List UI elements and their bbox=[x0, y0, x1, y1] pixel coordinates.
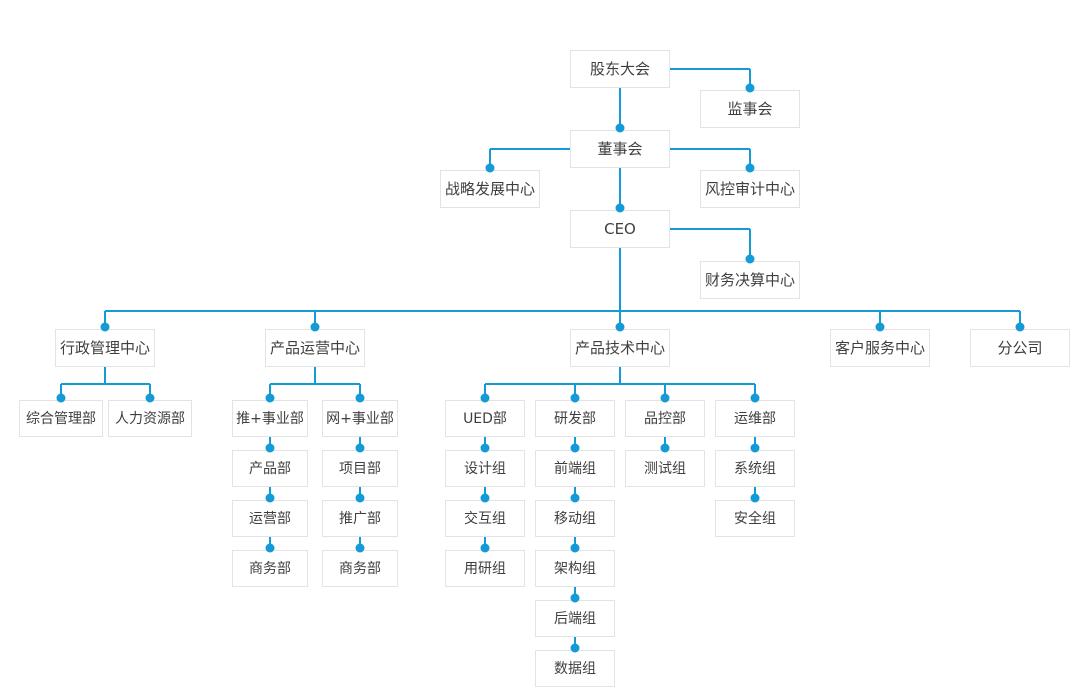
org-node-admin: 行政管理中心 bbox=[55, 329, 155, 367]
org-node-label: 数据组 bbox=[554, 660, 596, 677]
org-node-label: 董事会 bbox=[597, 139, 643, 158]
org-node-ops: 运维部 bbox=[715, 400, 795, 437]
org-node-frontend: 前端组 bbox=[535, 450, 615, 487]
org-node-qc: 品控部 bbox=[625, 400, 705, 437]
org-node-business2: 商务部 bbox=[322, 550, 398, 587]
org-node-label: 客户服务中心 bbox=[834, 338, 925, 357]
org-node-product: 产品部 bbox=[232, 450, 308, 487]
org-node-operations: 产品运营中心 bbox=[265, 329, 365, 367]
org-node-ceo: CEO bbox=[570, 210, 670, 248]
org-node-label: 商务部 bbox=[249, 560, 291, 577]
org-node-label: 后端组 bbox=[554, 610, 596, 627]
org-node-label: 商务部 bbox=[339, 560, 381, 577]
org-node-design: 设计组 bbox=[445, 450, 525, 487]
org-node-label: 股东大会 bbox=[589, 59, 650, 78]
org-node-label: 战略发展中心 bbox=[444, 179, 535, 198]
org-node-label: 移动组 bbox=[554, 510, 596, 527]
org-node-security: 安全组 bbox=[715, 500, 795, 537]
org-node-backend: 后端组 bbox=[535, 600, 615, 637]
org-node-general: 综合管理部 bbox=[19, 400, 103, 437]
org-node-label: 品控部 bbox=[644, 410, 686, 427]
org-node-label: 运维部 bbox=[734, 410, 776, 427]
org-node-strategy: 战略发展中心 bbox=[440, 170, 540, 208]
org-node-technology: 产品技术中心 bbox=[570, 329, 670, 367]
org-node-label: 人力资源部 bbox=[115, 410, 185, 427]
org-node-shareholders: 股东大会 bbox=[570, 50, 670, 88]
org-node-label: UED部 bbox=[463, 410, 507, 427]
org-node-label: 设计组 bbox=[464, 460, 506, 477]
org-node-customer: 客户服务中心 bbox=[830, 329, 930, 367]
org-node-finance: 财务决算中心 bbox=[700, 261, 800, 299]
org-node-label: 测试组 bbox=[644, 460, 686, 477]
org-node-ued: UED部 bbox=[445, 400, 525, 437]
org-node-label: 产品技术中心 bbox=[574, 338, 665, 357]
org-node-rd: 研发部 bbox=[535, 400, 615, 437]
org-node-datagroup: 数据组 bbox=[535, 650, 615, 687]
org-node-label: 运营部 bbox=[249, 510, 291, 527]
org-node-label: 推+事业部 bbox=[236, 410, 304, 427]
org-node-board: 董事会 bbox=[570, 130, 670, 168]
org-node-label: 系统组 bbox=[734, 460, 776, 477]
org-node-label: 项目部 bbox=[339, 460, 381, 477]
org-node-system: 系统组 bbox=[715, 450, 795, 487]
org-node-label: 安全组 bbox=[734, 510, 776, 527]
org-node-business1: 商务部 bbox=[232, 550, 308, 587]
org-node-label: 网+事业部 bbox=[326, 410, 394, 427]
org-node-label: 综合管理部 bbox=[26, 410, 96, 427]
org-node-label: CEO bbox=[604, 219, 636, 238]
org-node-risk: 风控审计中心 bbox=[700, 170, 800, 208]
org-node-research: 用研组 bbox=[445, 550, 525, 587]
org-node-branch: 分公司 bbox=[970, 329, 1070, 367]
org-node-label: 产品运营中心 bbox=[269, 338, 360, 357]
org-node-label: 行政管理中心 bbox=[59, 338, 150, 357]
org-node-mobile: 移动组 bbox=[535, 500, 615, 537]
org-node-project: 项目部 bbox=[322, 450, 398, 487]
org-node-label: 用研组 bbox=[464, 560, 506, 577]
org-node-label: 架构组 bbox=[554, 560, 596, 577]
org-node-label: 监事会 bbox=[727, 99, 773, 118]
org-node-supervisory: 监事会 bbox=[700, 90, 800, 128]
org-node-operating: 运营部 bbox=[232, 500, 308, 537]
org-node-testing: 测试组 bbox=[625, 450, 705, 487]
org-node-architecture: 架构组 bbox=[535, 550, 615, 587]
org-node-label: 产品部 bbox=[249, 460, 291, 477]
org-node-wang: 网+事业部 bbox=[322, 400, 398, 437]
org-node-hr: 人力资源部 bbox=[108, 400, 192, 437]
org-node-label: 财务决算中心 bbox=[704, 270, 795, 289]
org-node-promotion: 推广部 bbox=[322, 500, 398, 537]
org-node-tui: 推+事业部 bbox=[232, 400, 308, 437]
org-node-label: 交互组 bbox=[464, 510, 506, 527]
org-node-label: 推广部 bbox=[339, 510, 381, 527]
org-node-label: 风控审计中心 bbox=[704, 179, 795, 198]
org-node-label: 前端组 bbox=[554, 460, 596, 477]
org-node-label: 研发部 bbox=[554, 410, 596, 427]
org-node-interaction: 交互组 bbox=[445, 500, 525, 537]
org-node-label: 分公司 bbox=[997, 338, 1043, 357]
